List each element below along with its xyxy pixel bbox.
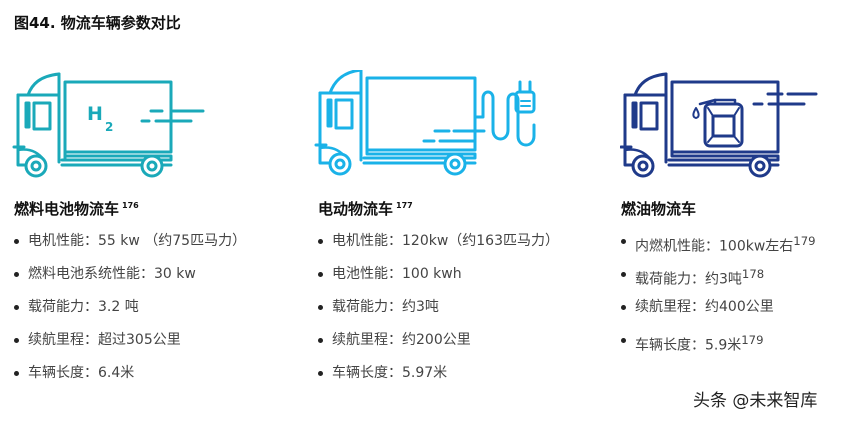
figure-title: 图44. 物流车辆参数对比 [14, 14, 181, 32]
footnote-ref: 177 [396, 201, 413, 210]
spec-item: 续航里程：约400公里 [619, 297, 816, 330]
watermark: 头条 @未来智库 [693, 391, 818, 411]
spec-item: 车辆长度：5.97米 [316, 363, 559, 396]
spec-item: 车辆长度：6.4米 [12, 363, 246, 396]
spec-item: 续航里程：约200公里 [316, 330, 559, 363]
vehicle-title: 燃油物流车 [621, 198, 699, 219]
footnote-ref: 176 [122, 201, 139, 210]
vehicle-title-text: 燃料电池物流车 [14, 200, 120, 218]
spec-text: 车辆长度：5.9米 [635, 337, 742, 354]
spec-list: 内燃机性能：100kw左右179 载荷能力：约3吨178 续航里程：约400公里… [619, 231, 816, 363]
svg-text:2: 2 [105, 120, 113, 134]
spec-item: 续航里程：超过305公里 [12, 330, 246, 363]
spec-item: 车辆长度：5.9米179 [619, 330, 816, 363]
spec-list: 电机性能：55 kw （约75匹马力） 燃料电池系统性能：30 kw 载荷能力：… [12, 231, 246, 396]
spec-item: 内燃机性能：100kw左右179 [619, 231, 816, 264]
spec-text: 载荷能力：约3吨 [332, 299, 439, 315]
spec-text: 电机性能：55 kw （约75匹马力） [28, 233, 247, 249]
electric-truck-icon [314, 70, 536, 176]
spec-item: 载荷能力：约3吨 [316, 297, 559, 330]
spec-item: 燃料电池系统性能：30 kw [12, 264, 246, 297]
spec-text: 载荷能力：3.2 吨 [28, 299, 139, 315]
spec-text: 车辆长度：5.97米 [332, 365, 448, 381]
spec-text: 内燃机性能：100kw左右 [635, 238, 794, 255]
spec-list: 电机性能：120kw（约163匹马力） 电池性能：100 kwh 载荷能力：约3… [316, 231, 559, 396]
spec-text: 电池性能：100 kwh [332, 266, 462, 282]
footnote-ref: 179 [793, 234, 816, 248]
spec-text: 车辆长度：6.4米 [28, 365, 135, 381]
spec-text: 续航里程：约200公里 [332, 332, 471, 348]
spec-text: 续航里程：约400公里 [635, 299, 774, 315]
footnote-ref: 178 [741, 267, 765, 281]
spec-item: 载荷能力：约3吨178 [619, 264, 816, 297]
vehicle-title-text: 燃油物流车 [621, 200, 697, 218]
vehicle-title-text: 电动物流车 [318, 200, 394, 218]
hydrogen-truck-icon: H 2 [12, 72, 205, 178]
spec-item: 电机性能：55 kw （约75匹马力） [12, 231, 246, 264]
spec-item: 电机性能：120kw（约163匹马力） [316, 231, 559, 264]
spec-item: 载荷能力：3.2 吨 [12, 297, 246, 330]
spec-item: 电池性能：100 kwh [316, 264, 559, 297]
spec-text: 载荷能力：约3吨 [635, 271, 742, 288]
spec-text: 电机性能：120kw（约163匹马力） [332, 233, 560, 249]
spec-text: 燃料电池系统性能：30 kw [28, 266, 196, 282]
svg-text:H: H [87, 103, 103, 125]
footnote-ref: 179 [741, 333, 764, 347]
fuel-truck-icon [620, 72, 818, 178]
spec-text: 续航里程：超过305公里 [28, 332, 181, 348]
